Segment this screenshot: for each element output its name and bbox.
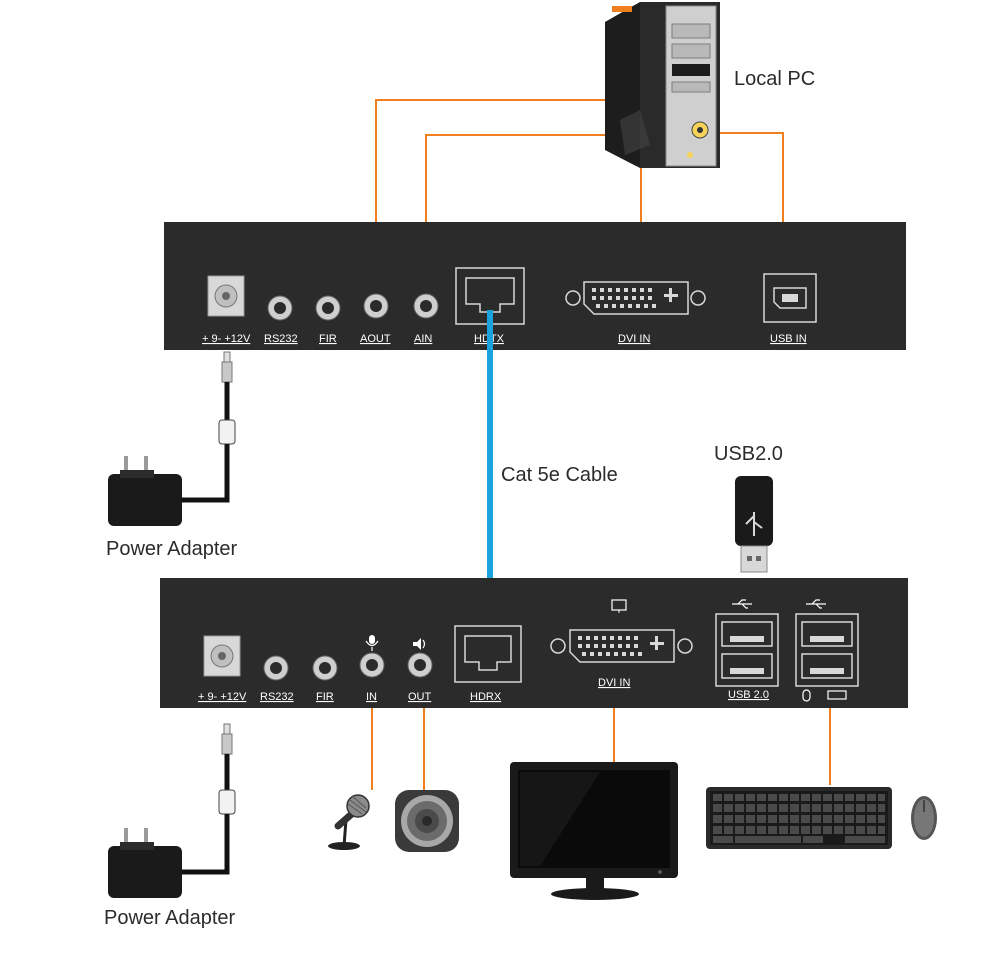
keyboard-icon <box>706 787 892 849</box>
mouse-icon <box>911 796 937 840</box>
dvi-in-port <box>550 629 693 663</box>
power-adapter-top-icon <box>108 351 236 526</box>
usb-a-port-group-1 <box>715 613 779 687</box>
rx-label-power: + 9- +12V <box>198 691 247 703</box>
speaker-icon <box>395 790 459 852</box>
aout-jack <box>363 293 389 319</box>
dvi-in-port <box>565 281 706 315</box>
ain-jack <box>413 293 439 319</box>
tx-label-fir: FIR <box>319 333 337 345</box>
receiver-panel: + 9- +12V RS232 FIR IN OUT HDRX DVI IN U… <box>160 578 908 708</box>
tx-label-usb-in: USB IN <box>770 333 807 345</box>
rs232-jack <box>267 295 293 321</box>
power-adapter-bottom-label: Power Adapter <box>104 907 236 929</box>
fir-jack <box>315 295 341 321</box>
wire-usb-in <box>700 132 784 222</box>
power-jack <box>207 275 245 317</box>
rx-label-fir: FIR <box>316 691 334 703</box>
rs232-jack <box>263 655 289 681</box>
tx-label-power: + 9- +12V <box>202 333 251 345</box>
rx-label-rs232: RS232 <box>260 691 294 703</box>
monitor-icon <box>510 762 678 900</box>
mouse-small-icon <box>802 689 811 702</box>
hdrx-port <box>454 625 522 683</box>
tx-label-aout: AOUT <box>360 333 391 345</box>
usb-stick-label: USB2.0 <box>714 443 783 465</box>
local-pc-label: Local PC <box>734 68 816 90</box>
usb-a-port-group-2 <box>795 613 859 687</box>
rx-label-dvi-in: DVI IN <box>598 677 630 689</box>
monitor-small-icon <box>611 599 627 613</box>
mic-in-jack <box>359 635 385 678</box>
power-jack <box>203 635 241 677</box>
tx-label-rs232: RS232 <box>264 333 298 345</box>
rx-label-in: IN <box>366 691 377 703</box>
tx-label-dvi-in: DVI IN <box>618 333 650 345</box>
usb-stick-icon <box>735 476 773 573</box>
power-adapter-bottom-icon <box>108 723 236 898</box>
audio-out-jack <box>407 638 433 678</box>
keyboard-small-icon <box>827 690 847 700</box>
tx-label-ain: AIN <box>414 333 432 345</box>
fir-jack <box>312 655 338 681</box>
transmitter-panel: + 9- +12V RS232 FIR AOUT AIN HDTX DVI IN… <box>164 222 906 350</box>
rx-label-hdrx: HDRX <box>470 691 502 703</box>
power-adapter-top-label: Power Adapter <box>106 538 238 560</box>
local-pc-icon <box>605 2 720 168</box>
cable-label: Cat 5e Cable <box>501 464 618 486</box>
usb-in-port <box>763 273 817 323</box>
usb-symbol-icon <box>732 599 826 609</box>
microphone-icon <box>328 794 370 850</box>
rx-label-out: OUT <box>408 691 432 703</box>
rx-label-usb: USB 2.0 <box>728 689 769 701</box>
